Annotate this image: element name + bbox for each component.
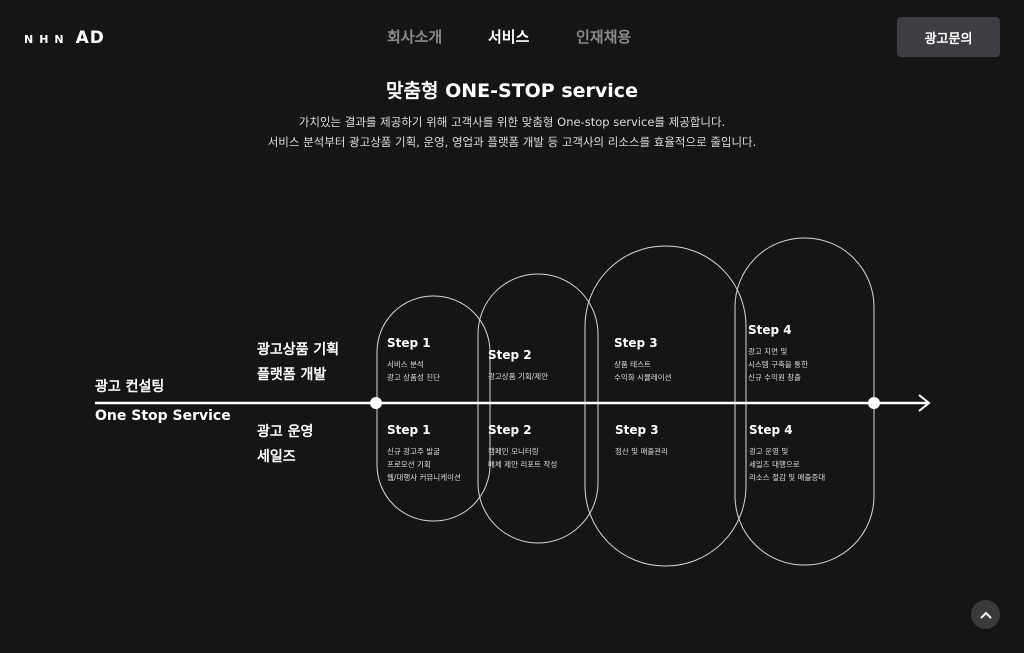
step-2-pill: [477, 273, 599, 544]
step-4-pill: [734, 237, 875, 566]
chevron-up-icon: [979, 611, 992, 619]
scroll-top-button[interactable]: [971, 600, 1000, 629]
label-operation: 광고 운영 세일즈: [257, 424, 314, 465]
page-title: 맞춤형 ONE-STOP service: [386, 80, 638, 102]
subtitle-line-1: 가치있는 결과를 제공하기 위해 고객사를 위한 맞춤형 One-stop se…: [298, 115, 726, 129]
subtitle-line-2: 서비스 분석부터 광고상품 기획, 운영, 영업과 플랫폼 개발 등 고객사의 …: [267, 135, 757, 149]
timeline-start-dot: [370, 397, 382, 409]
step-3-pill: [584, 245, 747, 567]
nav-service[interactable]: 서비스: [488, 28, 530, 46]
step-1-pill: [376, 295, 491, 522]
timeline-end-dot: [868, 397, 880, 409]
nav-recruit[interactable]: 인재채용: [576, 28, 632, 46]
nav-company[interactable]: 회사소개: [387, 28, 443, 46]
label-ad-consulting: 광고 컨설팅 One Stop Service: [95, 379, 231, 424]
ad-inquiry-button[interactable]: 광고문의: [897, 17, 1000, 57]
arrow-head-icon: [918, 394, 931, 412]
label-planning: 광고상품 기획 플랫폼 개발: [257, 342, 340, 383]
